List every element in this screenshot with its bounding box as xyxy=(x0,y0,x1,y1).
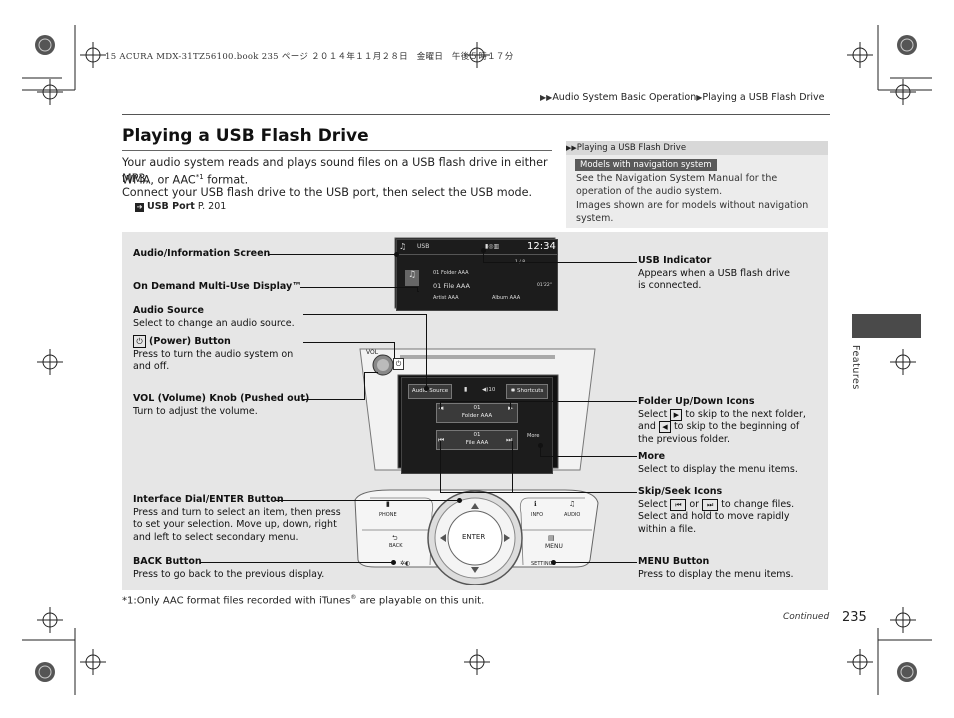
body-line-2-post: format. xyxy=(203,173,249,187)
upper-screen-folder: 01 Folder AAA xyxy=(433,270,469,276)
back-icon: ⮌ xyxy=(392,534,398,542)
label-audio-information-screen: Audio/Information Screen xyxy=(133,248,271,259)
file-selector: 01 File AAA xyxy=(436,430,518,450)
footnote-text-end: are playable on this unit. xyxy=(356,595,485,607)
body-line-3: Connect your USB flash drive to the USB … xyxy=(122,186,533,199)
body-line-2: WMA, or AAC*1 format. xyxy=(122,170,552,188)
title-rule xyxy=(122,150,552,151)
music-note-icon: ♫ xyxy=(399,242,407,251)
menu-icon: ▤ xyxy=(548,534,555,542)
skip-forward-icon: ⏭ xyxy=(702,498,719,511)
speaker-icon: ◀) xyxy=(482,387,489,393)
body-line-1: Your audio system reads and plays sound … xyxy=(122,156,548,185)
shortcuts-button[interactable]: ✱ Shortcuts xyxy=(506,384,548,399)
prev-folder-icon: ◀ xyxy=(658,421,671,433)
xref-arrow-icon: ➔ xyxy=(135,203,144,212)
footnote-text: *1:Only AAC format files recorded with i… xyxy=(122,595,351,607)
usb-source-icon: ▮ xyxy=(464,386,468,393)
page-title: Playing a USB Flash Drive xyxy=(122,126,369,146)
power-icon[interactable]: ⏻ xyxy=(393,358,404,370)
side-note-text-1: See the Navigation System Manual for the… xyxy=(576,173,778,197)
power-icon: ⏻ xyxy=(133,335,146,348)
upper-screen-artist: Artist AAA xyxy=(433,295,459,301)
shortcuts-label: Shortcuts xyxy=(517,388,544,394)
file-name: File AAA xyxy=(465,440,489,446)
upper-screen-source: USB xyxy=(417,243,430,250)
file-number: 01 xyxy=(473,432,481,438)
info-button[interactable]: INFO xyxy=(531,512,544,518)
clock: 12:34 xyxy=(527,241,556,252)
body-line-2-text: WMA, or AAC xyxy=(122,173,196,187)
section-tab xyxy=(852,314,921,338)
side-note-text-2: Images shown are for models without navi… xyxy=(576,200,809,224)
audio-source-button[interactable]: Audio Source xyxy=(408,384,452,399)
breadcrumb-arrow-icon: ▶ xyxy=(696,93,703,102)
label-vol-knob: VOL (Volume) Knob (Pushed out)Turn to ad… xyxy=(133,393,310,417)
vol-label: VOL xyxy=(366,349,379,356)
upper-screen-file: 01 File AAA xyxy=(433,282,470,290)
phone-icon: ▮ xyxy=(386,500,390,508)
audio-information-screen: ♫ USB ▮◎▥ 12:34 1 / 8 ♫ 01 Folder AAA 01… xyxy=(396,239,558,311)
footnote: *1:Only AAC format files recorded with i… xyxy=(122,594,484,606)
section-tab-label: Features xyxy=(850,345,861,390)
registered-mark: ® xyxy=(350,594,357,601)
page-number: 235 xyxy=(842,610,867,625)
volume-level: ◀)10 xyxy=(482,387,495,393)
upper-screen-elapsed: 01'22" xyxy=(537,283,552,288)
side-note-tag: Models with navigation system xyxy=(575,159,717,171)
phone-button[interactable]: PHONE xyxy=(379,512,397,518)
breadcrumb-arrow-icon: ▶▶ xyxy=(540,93,553,102)
album-art-icon: ♫ xyxy=(405,270,419,286)
breadcrumb-part1: Audio System Basic Operation xyxy=(552,92,697,103)
brightness-icon[interactable]: ✲◐ xyxy=(400,560,411,567)
breadcrumb: ▶▶Audio System Basic Operation▶Playing a… xyxy=(540,92,825,103)
continued-label: Continued xyxy=(783,612,830,622)
menu-button[interactable]: MENU xyxy=(545,543,563,550)
skip-forward-icon[interactable]: ⏭ xyxy=(506,436,513,444)
folder-selector: 01 Folder AAA xyxy=(436,403,518,423)
header-rule xyxy=(122,114,830,115)
side-note-header: ▶▶Playing a USB Flash Drive xyxy=(566,141,828,155)
back-button[interactable]: BACK xyxy=(389,543,403,549)
more-button[interactable]: More xyxy=(527,433,540,439)
side-note-title: Playing a USB Flash Drive xyxy=(576,143,687,153)
audio-button[interactable]: AUDIO xyxy=(564,512,581,518)
footnote-ref: *1 xyxy=(195,173,204,181)
volume-value: 10 xyxy=(488,387,496,393)
folder-name: Folder AAA xyxy=(461,413,493,419)
usb-indicator-icon: ▮◎▥ xyxy=(485,243,500,250)
star-icon: ✱ xyxy=(510,388,516,394)
enter-button[interactable]: ENTER xyxy=(462,533,486,541)
skip-back-icon[interactable]: ⏮ xyxy=(438,436,445,444)
note-arrow-icon: ▶▶ xyxy=(566,144,577,152)
xref-label[interactable]: USB Port xyxy=(147,201,195,212)
info-icon: ℹ xyxy=(534,500,537,508)
upper-screen-album: Album AAA xyxy=(492,295,521,301)
cross-reference[interactable]: ➔USB Port P. 201 xyxy=(135,201,226,212)
print-header: 15 ACURA MDX-31TZ56100.book 235 ページ ２０１４… xyxy=(105,52,514,62)
next-folder-icon: ▶ xyxy=(670,408,683,421)
audio-note-icon: ♫ xyxy=(569,500,576,508)
settings-button[interactable]: SETTINGS xyxy=(531,561,556,567)
on-demand-multi-use-display: Audio Source ▮ ◀)10 ✱ Shortcuts 01 Folde… xyxy=(401,377,553,474)
skip-back-icon: ⏮ xyxy=(670,498,687,511)
side-note xyxy=(566,141,828,228)
label-on-demand-display: On Demand Multi-Use Display™ xyxy=(133,281,302,292)
xref-page: P. 201 xyxy=(197,201,227,212)
folder-number: 01 xyxy=(473,405,481,411)
breadcrumb-part2: Playing a USB Flash Drive xyxy=(702,92,825,103)
